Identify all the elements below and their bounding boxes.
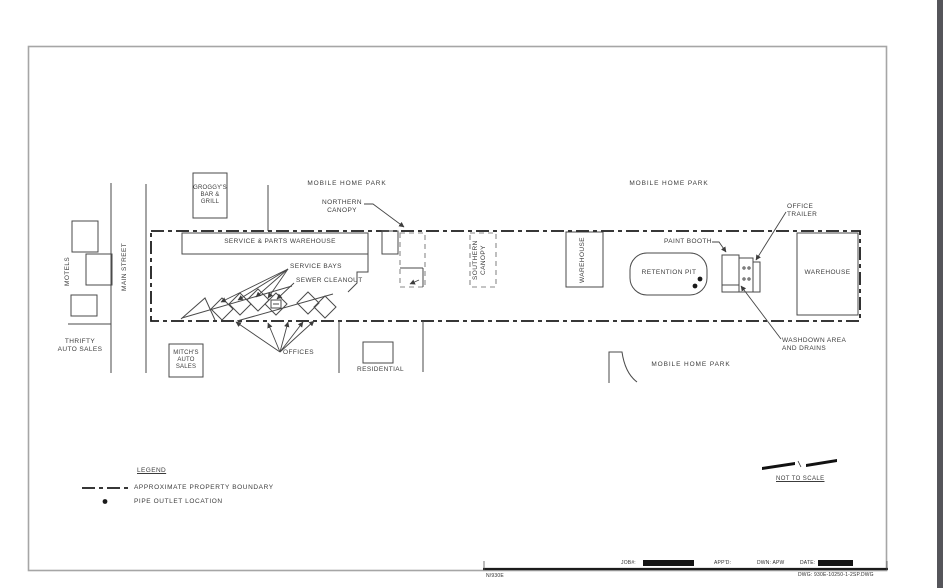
date-label: DATE: [800,560,816,566]
office-trailer-box [752,261,761,293]
dwg-number: DWG: 930E-10250-1-2SP.DWG [798,572,874,578]
offices-leader [279,320,315,353]
service-bays-leader [237,268,289,301]
paint-booth-box [721,254,740,286]
groggys-box [192,172,228,219]
offices-leader [279,321,304,353]
bay-chain-line-1 [181,285,293,319]
service-bay-diamond [246,288,270,312]
drain-mark [742,277,746,281]
scale-bar-right [806,459,837,467]
service-bays-leader [255,268,289,298]
motels-label: MOTELS [64,256,71,286]
southern-canopy-label: SOUTHERN CANOPY [472,240,487,280]
drawn-by-label: DWN: APW [757,560,785,566]
job-label: JOB#: [621,560,636,566]
legend-title: LEGEND [137,467,167,474]
groggys-label: GROGGY'S BAR & GRILL [193,184,227,206]
east-warehouse-label: WAREHOUSE [804,269,851,276]
thrifty-auto-sales-label: THRIFTY AUTO SALES [57,338,103,353]
sewer-cleanout-mark [270,299,282,309]
office-diamond [313,295,337,319]
residential-label: RESIDENTIAL [357,366,405,373]
paint-booth-label: PAINT BOOTH [664,238,712,245]
northern-canopy-label: NORTHERN CANOPY [322,199,362,214]
page-edge-strip [937,0,943,588]
main-street-label: MAIN STREET [121,242,128,292]
northern-canopy-leader [364,203,405,228]
sewer-cleanout-label: SEWER CLEANOUT [296,277,363,284]
office-trailer-label: OFFICE TRAILER [787,203,818,218]
residential-box [362,341,394,364]
pipe-outlet-dot [692,283,698,289]
service-bay-diamond [210,297,234,321]
retention-pit-label: RETENTION PIT [641,269,697,276]
service-warehouse-outline [181,232,369,255]
scale-bar-left [762,462,795,470]
mitchs-label: MITCH'S AUTO SALES [173,349,199,371]
washdown-leader [740,285,782,340]
motel-box-1 [71,220,99,253]
warehouse-east-wing [381,230,399,255]
approved-label: APP'D: [714,560,732,566]
mobile-home-park-south-label: MOBILE HOME PARK [651,361,731,368]
offices-label: OFFICES [283,349,314,356]
legend-pipe-label: PIPE OUTLET LOCATION [134,498,223,505]
mid-warehouse-label: WAREHOUSE [579,237,586,283]
warehouse-stair-edge [347,254,369,293]
washdown-box [738,257,754,293]
property-boundary [150,230,861,322]
sewer-cleanout-leader [276,282,295,300]
sewer-cleanout-diamond [264,292,288,316]
redacted-text-bar [643,560,694,566]
northern-canopy-outline [399,232,426,288]
scale-bar-tick [797,460,802,468]
mobile-home-park-top-west-label: MOBILE HOME PARK [307,180,387,187]
pipe-outlet-dot [697,276,703,282]
offices-leader [279,321,290,353]
northern-canopy-inner [400,267,424,287]
offices-leader [235,321,281,353]
washdown-label: WASHDOWN AREA AND DRAINS [782,337,847,352]
bay-triangle [180,297,216,321]
service-parts-warehouse-label: SERVICE & PARTS WAREHOUSE [224,238,336,245]
not-to-scale-label: NOT TO SCALE [776,476,825,482]
legend-boundary-label: APPROXIMATE PROPERTY BOUNDARY [134,484,274,491]
southern-canopy-outline [469,232,497,288]
office-diamond [296,291,320,315]
east-warehouse-outline [796,232,859,316]
offices-leader [267,322,281,353]
driveway-curve [608,351,638,383]
drain-mark [747,266,751,270]
mobile-home-park-top-east-label: MOBILE HOME PARK [629,180,709,187]
bay-chain-line-2 [236,293,334,322]
motel-box-3 [70,294,98,317]
redacted-text-bar [818,560,853,566]
mitchs-box [168,343,204,378]
service-bays-leader [220,268,289,303]
drain-mark [742,266,746,270]
service-bays-leader [267,268,289,299]
office-trailer-leader [755,211,787,261]
motel-box-2 [85,253,113,286]
legend-pipe-dot [102,499,108,504]
sheet-border [27,45,888,572]
paint-booth-leader [712,241,727,253]
service-bays-label: SERVICE BAYS [290,263,342,270]
northern-canopy-inner-arrow [409,279,420,285]
sheet-ref: N/930E [486,573,504,579]
mid-warehouse-outline [565,231,604,288]
retention-pit-outline [629,252,708,296]
drain-mark [747,277,751,281]
